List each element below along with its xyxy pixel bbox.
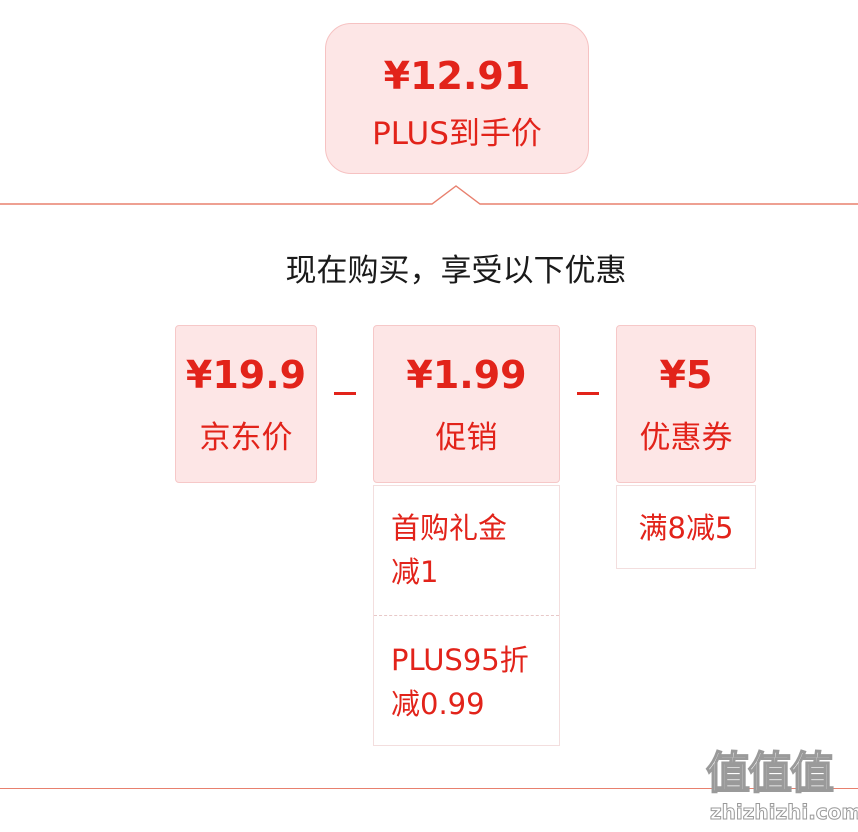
watermark-domain: zhizhizhi.com <box>710 800 858 825</box>
final-price-card: ¥12.91 PLUS到手价 <box>325 23 589 174</box>
promotion-value: ¥1.99 <box>406 353 527 397</box>
jd-price-value: ¥19.9 <box>185 353 307 397</box>
promotion-detail-item: 首购礼金 减1 <box>391 506 507 594</box>
coupon-label: 优惠券 <box>639 420 733 456</box>
promotion-card: ¥1.99 促销 <box>373 325 560 483</box>
discount-headline: 现在购买，享受以下优惠 <box>285 253 627 289</box>
top-divider-with-notch <box>0 185 858 205</box>
dashed-separator <box>374 615 559 616</box>
minus-sign <box>334 392 356 395</box>
jd-price-card: ¥19.9 京东价 <box>175 325 317 483</box>
jd-price-label: 京东价 <box>199 420 293 456</box>
promotion-detail-item: PLUS95折 减0.99 <box>391 638 529 726</box>
final-price-label: PLUS到手价 <box>372 116 542 152</box>
promotion-detail-line: 减1 <box>391 555 439 589</box>
promotion-detail-line: 减0.99 <box>391 687 485 721</box>
promotion-detail-line: 首购礼金 <box>391 511 508 545</box>
promotion-label: 促销 <box>435 420 498 456</box>
promotion-details: 首购礼金 减1 PLUS95折 减0.99 <box>373 485 560 746</box>
coupon-details: 满8减5 <box>616 485 756 569</box>
bottom-divider <box>0 788 858 789</box>
site-watermark: 值值值 zhizhizhi.com <box>705 747 858 828</box>
coupon-value: ¥5 <box>659 353 713 397</box>
final-price-value: ¥12.91 <box>383 54 531 98</box>
coupon-detail-item: 满8减5 <box>638 511 734 545</box>
watermark-logo-text: 值值值 <box>705 747 835 800</box>
minus-sign <box>577 392 599 395</box>
promotion-detail-line: PLUS95折 <box>391 643 529 677</box>
coupon-card: ¥5 优惠券 <box>616 325 756 483</box>
